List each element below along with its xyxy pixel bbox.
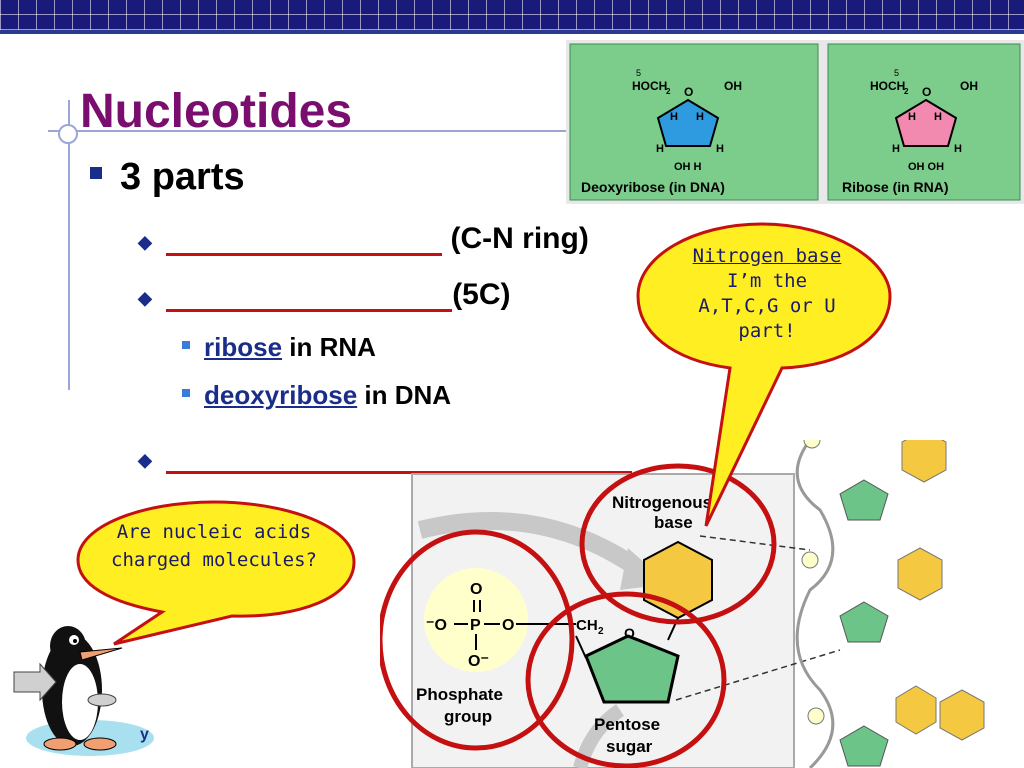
svg-text:5: 5 <box>636 68 641 78</box>
title-rule <box>48 130 578 132</box>
nitrogen-callout-text: Nitrogen base I’m the A,T,C,G or U part! <box>664 244 870 344</box>
question-callout-text: Are nucleic acids charged molecules? <box>80 518 348 574</box>
header-band <box>0 0 1024 30</box>
svg-text:H: H <box>716 143 724 155</box>
hoch2-label: HOCH <box>632 79 667 93</box>
diamond-bullet-icon: ◆ <box>138 288 152 308</box>
blank-line <box>166 223 443 256</box>
arrow-curve <box>417 512 646 578</box>
phosphate-label-1: Phosphate <box>416 685 503 704</box>
phosphate-label-2: group <box>444 707 492 726</box>
question-line-1: Are nucleic acids <box>116 521 312 543</box>
header-rule <box>0 30 1024 34</box>
penguin-mascot-icon <box>13 626 154 756</box>
ribose-caption: Ribose (in RNA) <box>842 179 949 195</box>
callout-line-2: I’m the <box>726 270 808 292</box>
callout-line-4: part! <box>738 320 796 342</box>
callout-title: Nitrogen base <box>692 245 842 267</box>
footer-fragment: y <box>140 726 149 743</box>
svg-text:P: P <box>470 617 481 634</box>
svg-text:⁻O: ⁻O <box>426 617 447 634</box>
svg-text:OH OH: OH OH <box>908 161 944 173</box>
pentose-label-2: sugar <box>606 737 653 756</box>
page-title: Nucleotides <box>80 85 353 138</box>
diamond-bullet-icon: ◆ <box>138 450 152 470</box>
bullet-main: 3 parts <box>90 156 245 199</box>
svg-text:H: H <box>696 111 704 123</box>
nitrogen-callout <box>636 222 892 527</box>
svg-text:2: 2 <box>666 87 671 96</box>
bullet-sub-3: ◆ <box>138 440 633 474</box>
svg-text:H: H <box>656 143 664 155</box>
ribose-ring <box>894 98 958 147</box>
svg-text:2: 2 <box>598 626 604 637</box>
svg-text:O: O <box>684 85 693 99</box>
dna-strand <box>795 440 985 768</box>
sub-sub-bullet-deoxyribose: deoxyribose in DNA <box>182 380 451 411</box>
base-label-1: Nitrogenous <box>612 493 712 512</box>
callout-line-3: A,T,C,G or U <box>698 295 836 317</box>
svg-text:5: 5 <box>894 68 899 78</box>
svg-text:2: 2 <box>904 87 909 96</box>
svg-text:HOCH: HOCH <box>870 79 905 93</box>
svg-text:OH: OH <box>724 79 742 93</box>
bullet-sub-2: ◆ (5C) <box>138 278 511 312</box>
svg-text:H: H <box>954 143 962 155</box>
svg-text:O: O <box>624 625 635 641</box>
pentose-label-1: Pentose <box>594 715 660 734</box>
question-line-2: charged molecules? <box>111 549 317 571</box>
term-ribose-rest: in RNA <box>289 332 376 362</box>
ribose-panel: 5 HOCH 2 O OH H H H H OH OH Ribose (in R… <box>827 43 1021 201</box>
svg-text:CH: CH <box>576 617 598 634</box>
phosphate-highlight-circle <box>380 529 575 751</box>
question-callout <box>76 500 356 646</box>
bullet-main-text: 3 parts <box>120 156 245 198</box>
pentose-pentagon <box>584 634 680 704</box>
blank-line <box>166 279 453 312</box>
svg-text:O: O <box>922 85 931 99</box>
square-bullet-icon <box>182 341 190 350</box>
svg-text:OH: OH <box>960 79 978 93</box>
left-rule <box>68 100 70 390</box>
term-deoxyribose: deoxyribose <box>204 380 358 410</box>
diamond-bullet-icon: ◆ <box>138 232 152 252</box>
rule-circle-mark <box>58 124 78 144</box>
blank-line <box>166 441 633 474</box>
deoxyribose-ring <box>656 98 720 147</box>
pentose-highlight-circle <box>525 591 727 768</box>
bullet-sub-1: ◆ (C-N ring) <box>138 222 589 256</box>
deoxyribose-caption: Deoxyribose (in DNA) <box>581 179 725 195</box>
deoxyribose-panel: 5 HOCH 2 O OH H H H H OH H Deoxyribose (… <box>569 43 819 201</box>
nucleotide-diagram: O ⁻O P O O⁻ CH 2 Phosphate group O Pento… <box>380 440 985 768</box>
phosphate-circle <box>424 568 528 672</box>
bullet-sub-2-text: (5C) <box>452 278 511 311</box>
svg-text:O⁻: O⁻ <box>468 653 489 670</box>
sub-sub-bullet-ribose: ribose in RNA <box>182 332 376 363</box>
square-bullet-icon <box>182 389 190 398</box>
svg-text:O: O <box>502 617 514 634</box>
base-highlight-circle <box>579 463 777 625</box>
svg-text:H: H <box>892 143 900 155</box>
svg-text:H: H <box>934 111 942 123</box>
svg-text:OH H: OH H <box>674 161 702 173</box>
svg-text:O: O <box>470 581 482 598</box>
term-ribose: ribose <box>204 332 283 362</box>
square-bullet-icon <box>90 166 102 179</box>
svg-text:H: H <box>908 111 916 123</box>
svg-text:H: H <box>670 111 678 123</box>
term-deoxyribose-rest: in DNA <box>364 380 452 410</box>
bullet-sub-1-text: (C-N ring) <box>450 222 589 255</box>
sugar-panels: 5 HOCH 2 O OH H H H H OH H Deoxyribose (… <box>566 40 1024 204</box>
base-label-2: base <box>654 513 693 532</box>
